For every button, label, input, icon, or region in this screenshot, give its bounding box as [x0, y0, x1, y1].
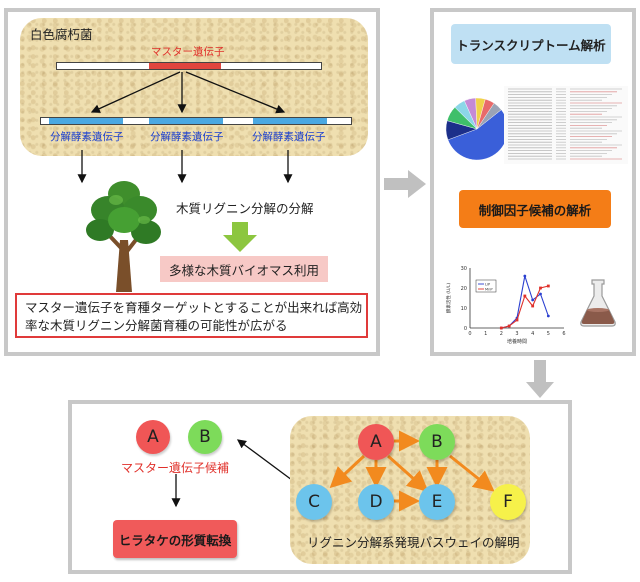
point-MnP [507, 324, 511, 328]
pathway-node-e: E [419, 484, 455, 520]
x-tick-label: 2 [500, 331, 503, 337]
breeding-note-box: マスター遺伝子を育種ターゲットとすることが出来れば高効 率な木質リグニン分解菌育… [15, 293, 368, 338]
y-tick-label: 10 [461, 306, 467, 312]
point-MnP [523, 294, 527, 298]
enzyme-gene-segment-1 [49, 118, 123, 124]
pathway-elucidation-label: リグニン分解系発現パスウェイの解明 [307, 535, 520, 550]
enzyme-gene-label-2: 分解酵素遺伝子 [150, 131, 224, 143]
tree-illustration [86, 181, 161, 292]
x-tick-label: 1 [484, 331, 487, 337]
legend-label: LiP [485, 283, 491, 287]
y-axis-label: 酵素活性 (U/L) [445, 283, 452, 314]
point-LiP [531, 298, 535, 302]
fungus-genome-area [20, 18, 368, 156]
y-tick-label: 30 [461, 266, 467, 272]
gene-table-thumbnail [504, 86, 628, 164]
biomass-utilization-box: 多様な木質バイオマス利用 [160, 256, 328, 282]
enzyme-gene-bar [40, 117, 352, 125]
lignin-decomposition-label: 木質リグニン分解の分解 [176, 201, 314, 216]
x-tick-label: 5 [547, 331, 550, 337]
point-MnP [499, 326, 503, 330]
x-tick-label: 3 [515, 331, 518, 337]
oyster-mushroom-transformation-box: ヒラタケの形質転換 [113, 520, 237, 558]
x-tick-label: 4 [531, 331, 534, 337]
breeding-note-line-1: マスター遺伝子を育種ターゲットとすることが出来れば高効 [25, 300, 363, 315]
y-tick-label: 20 [461, 286, 467, 292]
pathway-node-f: F [490, 484, 526, 520]
green-down-arrow [223, 222, 257, 252]
enzyme-gene-label-3: 分解酵素遺伝子 [252, 131, 326, 143]
pathway-node-d: D [358, 484, 394, 520]
point-LiP [546, 314, 550, 318]
master-candidate-label: マスター遺伝子候補 [121, 461, 230, 475]
table-lines [508, 88, 622, 160]
point-MnP [515, 318, 519, 322]
enzyme-gene-segment-2 [149, 118, 223, 124]
point-MnP [531, 304, 535, 308]
x-tick-label: 6 [562, 331, 565, 337]
point-MnP [546, 284, 550, 288]
x-axis-label: 培養時間 [507, 338, 527, 345]
breeding-note-line-2: 率な木質リグニン分解菌育種の可能性が広がる [25, 318, 288, 333]
culture-flask-illustration [580, 279, 616, 327]
enzyme-gene-segment-3 [253, 118, 327, 124]
master-gene-bar [56, 62, 322, 70]
pathway-node-c: C [296, 484, 332, 520]
transcriptome-analysis-button[interactable]: トランスクリプトーム解析 [451, 24, 611, 64]
pie-chart [445, 97, 509, 161]
gray-down-arrow [526, 360, 554, 398]
enzyme-gene-label-1: 分解酵素遺伝子 [50, 131, 124, 143]
point-LiP [539, 292, 542, 296]
gray-right-arrow [384, 170, 426, 198]
point-MnP [539, 286, 542, 290]
pathway-node-a: A [358, 424, 394, 460]
point-LiP [523, 274, 527, 278]
candidate-node-a: A [136, 420, 170, 454]
x-tick-label: 0 [468, 331, 471, 337]
master-gene-segment [149, 63, 221, 69]
candidate-node-b: B [188, 420, 222, 454]
fungus-title: 白色腐朽菌 [30, 27, 93, 42]
legend-label: MnP [485, 288, 493, 292]
pathway-node-b: B [419, 424, 455, 460]
y-tick-label: 0 [464, 326, 467, 332]
master-gene-label: マスター遺伝子 [151, 46, 225, 58]
pie-slice-8 [476, 102, 502, 130]
regulator-candidate-button[interactable]: 制御因子候補の解析 [459, 190, 611, 228]
